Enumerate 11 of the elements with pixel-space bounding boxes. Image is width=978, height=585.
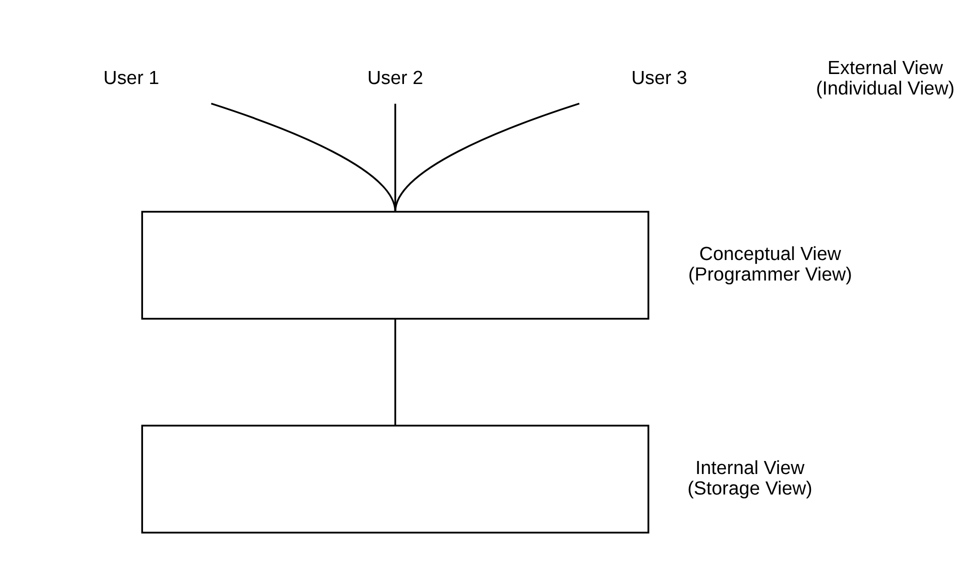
node-box [141,424,650,533]
node-box [141,210,650,320]
connector [210,102,396,212]
label: External View (Individual View) [816,57,955,99]
node-text: User 1 [103,68,160,89]
connector [394,318,396,426]
node-text: User 2 [367,68,424,89]
connector [394,102,580,212]
node-label: Conceptual View (Programmer View) [688,244,852,285]
node-text: User 3 [631,68,688,89]
node-label: Internal View (Storage View) [687,457,812,499]
